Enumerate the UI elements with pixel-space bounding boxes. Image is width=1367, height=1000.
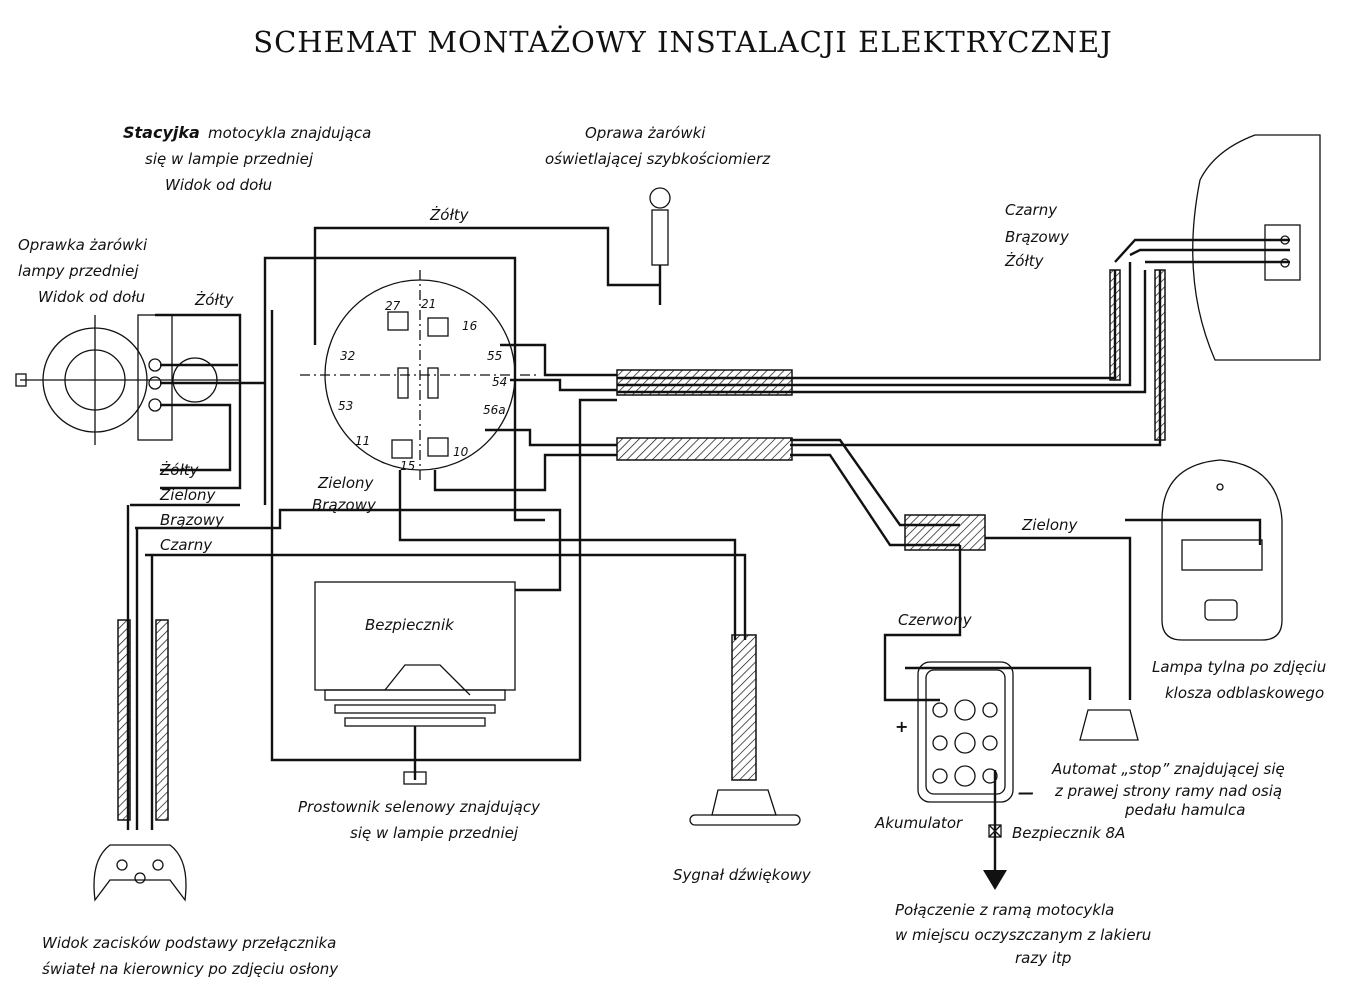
battery: + — Akumulator [874, 661, 1034, 832]
svg-text:Oprawa żarówki: Oprawa żarówki [585, 124, 706, 142]
horn-cable-sleeve [731, 634, 757, 781]
svg-text:32: 32 [340, 349, 355, 363]
fuse-8a: Bezpiecznik 8A [988, 824, 1125, 842]
handlebar-switch-base: Widok zacisków podstawy przełącznika świ… [42, 844, 339, 978]
svg-text:Widok zacisków podstawy przełą: Widok zacisków podstawy przełącznika [42, 934, 336, 952]
diagram-title: SCHEMAT MONTAŻOWY INSTALACJI ELEKTRYCZNE… [253, 24, 1113, 59]
speedo-bulb-holder [649, 187, 671, 305]
svg-text:21: 21 [421, 297, 436, 311]
svg-text:się w lampie przedniej: się w lampie przedniej [350, 824, 519, 842]
svg-text:motocykla znajdująca: motocykla znajdująca [208, 124, 371, 142]
stop-switch: Automat „stop” znajdującej się z prawej … [1051, 709, 1285, 819]
tail-lamp: Lampa tylna po zdjęciu klosza odblaskowe… [1152, 459, 1326, 702]
svg-text:Zielony: Zielony [159, 486, 217, 504]
wire-labels: Żółty Żółty Żółty Zielony Brązowy Czarny… [159, 201, 1079, 629]
svg-text:Widok od dołu: Widok od dołu [38, 288, 145, 306]
svg-text:lampy przedniej: lampy przedniej [18, 262, 139, 280]
svg-text:Żółty: Żółty [1004, 251, 1045, 270]
selenium-rectifier: Bezpiecznik Prostownik selenowy znajdują… [298, 581, 541, 842]
headlamp-socket [15, 314, 240, 445]
svg-text:Żółty: Żółty [159, 460, 200, 479]
speedo-bulb-caption: Oprawa żarówki oświetlającej szybkościom… [545, 124, 771, 168]
svg-text:Zielony: Zielony [1021, 516, 1079, 534]
ground-connection: Połączenie z ramą motocykla w miejscu oc… [895, 870, 1151, 967]
svg-text:Lampa tylna po zdjęciu: Lampa tylna po zdjęciu [1152, 658, 1326, 676]
svg-text:Brązowy: Brązowy [1005, 228, 1070, 246]
harness-tube-lower [616, 437, 793, 461]
svg-text:54: 54 [492, 375, 507, 389]
ignition-switch-caption: Stacyjka motocykla znajdująca się w lamp… [123, 123, 371, 194]
harness-tube-upper [616, 369, 793, 396]
svg-text:Automat „stop” znajdującej się: Automat „stop” znajdującej się [1051, 760, 1285, 778]
harness-tube-rear [904, 514, 986, 551]
svg-text:Połączenie z ramą motocykla: Połączenie z ramą motocykla [895, 901, 1114, 919]
svg-text:świateł na kierownicy po zdjęc: świateł na kierownicy po zdjęciu osłony [42, 960, 339, 978]
svg-text:53: 53 [338, 399, 353, 413]
handlebar-cable-sleeve-right [155, 619, 169, 821]
svg-text:Widok od dołu: Widok od dołu [165, 176, 272, 194]
svg-text:Czarny: Czarny [1005, 201, 1058, 219]
svg-text:Prostownik selenowy znajdujący: Prostownik selenowy znajdujący [298, 798, 541, 816]
generator [1192, 134, 1321, 361]
svg-text:—: — [1018, 783, 1034, 802]
horn: Sygnał dźwiękowy [673, 789, 812, 884]
svg-text:Sygnał dźwiękowy: Sygnał dźwiękowy [673, 866, 812, 884]
headlamp-socket-caption: Oprawka żarówki lampy przedniej Widok od… [18, 236, 148, 306]
svg-text:klosza odblaskowego: klosza odblaskowego [1165, 684, 1324, 702]
svg-text:Bezpiecznik 8A: Bezpiecznik 8A [1012, 824, 1125, 842]
svg-text:Oprawka żarówki: Oprawka żarówki [18, 236, 148, 254]
rear-harness-sleeve [1109, 269, 1121, 381]
svg-text:Brązowy: Brązowy [312, 496, 377, 514]
svg-text:Bezpiecznik: Bezpiecznik [365, 616, 455, 634]
svg-text:Czerwony: Czerwony [898, 611, 973, 629]
svg-text:+: + [895, 717, 908, 736]
svg-text:Akumulator: Akumulator [874, 814, 963, 832]
svg-text:Stacyjka: Stacyjka [123, 123, 200, 142]
svg-text:55: 55 [487, 349, 502, 363]
svg-text:pedału hamulca: pedału hamulca [1124, 801, 1245, 819]
svg-text:11: 11 [355, 434, 370, 448]
svg-text:Żółty: Żółty [429, 205, 470, 224]
svg-text:Czarny: Czarny [160, 536, 213, 554]
svg-text:10: 10 [453, 445, 469, 459]
svg-text:Żółty: Żółty [194, 290, 235, 309]
rear-harness-sleeve-2 [1154, 269, 1166, 441]
svg-text:oświetlającej szybkościomierz: oświetlającej szybkościomierz [545, 150, 771, 168]
svg-text:56a: 56a [483, 403, 506, 417]
svg-text:z prawej strony ramy nad osią: z prawej strony ramy nad osią [1054, 782, 1282, 800]
ignition-switch: 27 21 16 55 54 56a 32 53 11 15 10 [300, 270, 540, 480]
svg-text:Brązowy: Brązowy [160, 511, 225, 529]
svg-text:się w lampie przedniej: się w lampie przedniej [145, 150, 314, 168]
svg-text:15: 15 [400, 459, 415, 473]
svg-text:razy itp: razy itp [1015, 949, 1071, 967]
svg-text:27: 27 [385, 299, 401, 313]
svg-text:16: 16 [462, 319, 478, 333]
svg-text:Zielony: Zielony [317, 474, 375, 492]
handlebar-cable-sleeve-left [117, 619, 131, 821]
svg-text:w miejscu oczyszczanym z lakie: w miejscu oczyszczanym z lakieru [895, 926, 1151, 944]
